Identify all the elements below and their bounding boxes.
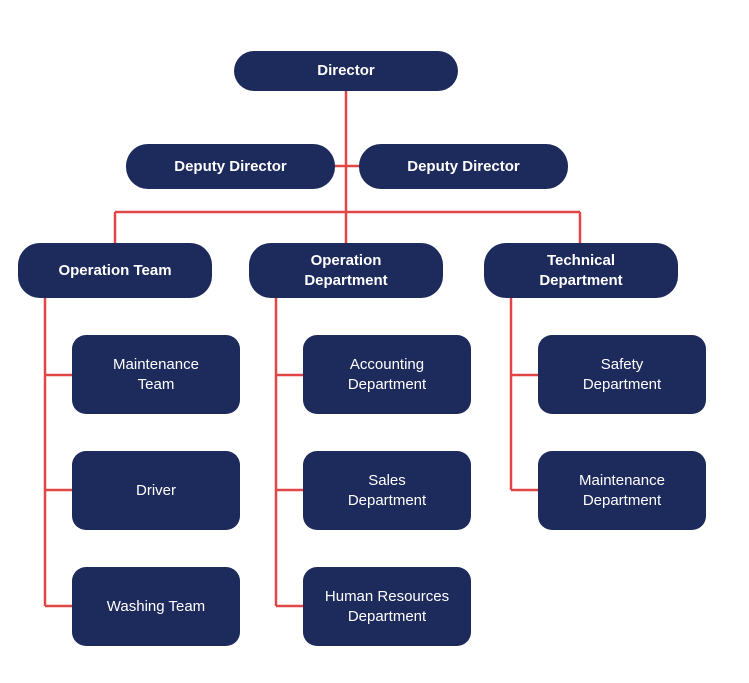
node-operation-team: Operation Team xyxy=(18,243,212,298)
node-human-resources-department: Human Resources Department xyxy=(303,567,471,646)
node-sales-department: Sales Department xyxy=(303,451,471,530)
node-washing-team: Washing Team xyxy=(72,567,240,646)
node-operation-department: Operation Department xyxy=(249,243,443,298)
node-maintenance-team: Maintenance Team xyxy=(72,335,240,414)
node-technical-department: Technical Department xyxy=(484,243,678,298)
node-director: Director xyxy=(234,51,458,91)
node-deputy-director-left: Deputy Director xyxy=(126,144,335,189)
node-deputy-director-right: Deputy Director xyxy=(359,144,568,189)
node-driver: Driver xyxy=(72,451,240,530)
node-accounting-department: Accounting Department xyxy=(303,335,471,414)
node-maintenance-department: Maintenance Department xyxy=(538,451,706,530)
node-safety-department: Safety Department xyxy=(538,335,706,414)
